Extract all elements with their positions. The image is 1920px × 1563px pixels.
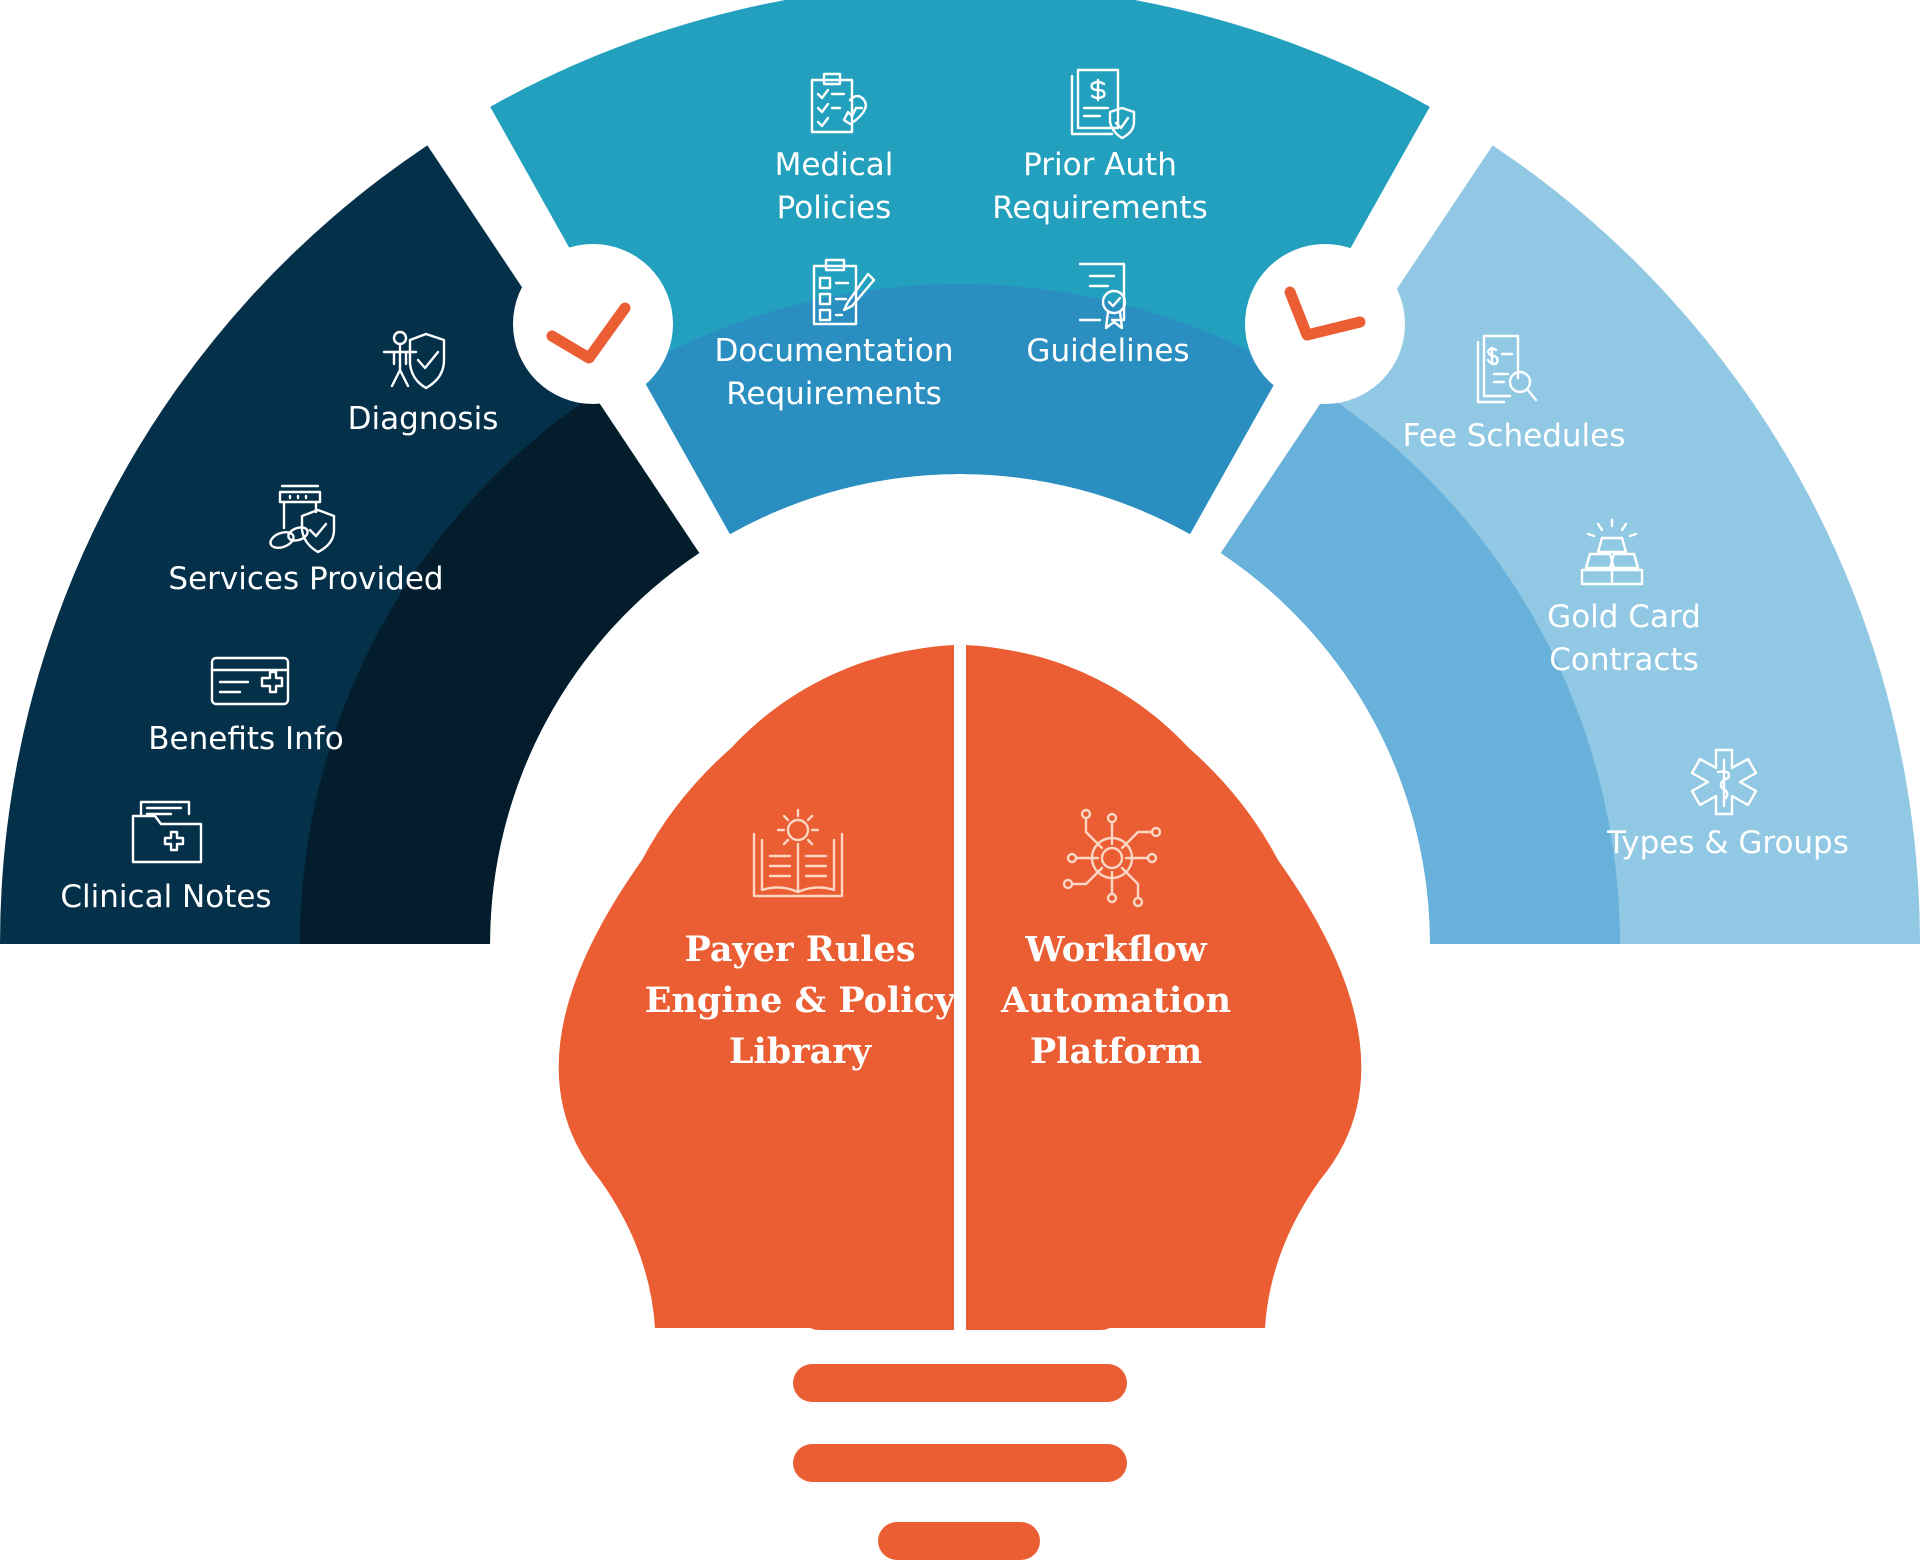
- medical-card-icon: [210, 656, 290, 706]
- patient-item-diagnosis: Diagnosis: [347, 401, 499, 437]
- gold-bars-icon: [1580, 518, 1644, 586]
- document-search-icon: [1476, 334, 1538, 404]
- patient-item-benefits-info: Benefits Info: [148, 721, 344, 757]
- pills-shield-icon: [269, 484, 336, 554]
- medical-star-icon: [1690, 748, 1758, 816]
- payer-segment-inner-band: [637, 284, 1283, 535]
- checkmark-icon: [1284, 286, 1366, 341]
- clipboard-pen-icon: [812, 258, 876, 326]
- gear-circuit-icon: [1062, 808, 1162, 908]
- patient-segment-inner-band: [300, 394, 700, 944]
- medical-folder-icon: [131, 800, 203, 864]
- bulb-base-tip: [878, 1522, 1040, 1560]
- provider-item-fee-schedules: Fee Schedules: [1402, 418, 1626, 454]
- provider-segment-inner-band: [1220, 394, 1620, 944]
- patient-item-services-provided: Services Provided: [168, 561, 444, 597]
- check-badge-right: [1245, 244, 1405, 404]
- book-gear-icon: [752, 808, 844, 898]
- light-bulb: [558, 640, 1362, 1560]
- bulb-base-ring-1: [793, 1364, 1127, 1402]
- certificate-icon: [1078, 262, 1127, 330]
- provider-item-types-groups: Types & Groups: [1607, 825, 1849, 861]
- bulb-base-ring-2: [793, 1444, 1127, 1482]
- check-badge-left: [513, 244, 673, 404]
- person-shield-icon: [382, 330, 446, 390]
- payer-item-guidelines: Guidelines: [1026, 333, 1190, 369]
- checkmark-icon: [546, 302, 631, 364]
- patient-item-clinical-notes: Clinical Notes: [60, 879, 272, 915]
- document-dollar-shield-icon: [1070, 68, 1136, 140]
- clipboard-heartbeat-icon: [810, 72, 867, 134]
